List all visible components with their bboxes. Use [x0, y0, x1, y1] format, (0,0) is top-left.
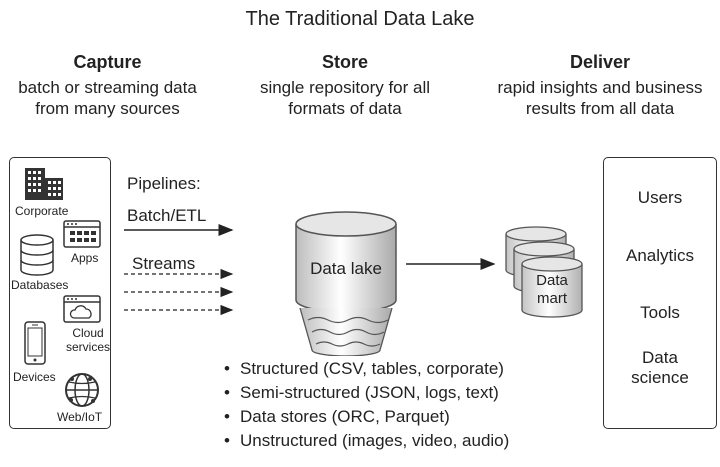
- deliver-heading: Deliver: [569, 52, 631, 72]
- source-label-apps: Apps: [71, 251, 99, 265]
- source-label-cloud: Cloud services: [66, 326, 110, 354]
- deliver-box: Users Analytics Tools Data science: [603, 157, 717, 429]
- globe-network-icon: [65, 373, 99, 407]
- sources-box: Corporate Apps Databases Cloud services …: [9, 157, 111, 429]
- data-lake-label: Data lake: [310, 259, 382, 278]
- data-type-item: Unstructured (images, video, audio): [224, 429, 509, 453]
- deliver-description-line1: rapid insights and business: [497, 78, 703, 97]
- data-type-item: Structured (CSV, tables, corporate): [224, 357, 509, 381]
- data-mart-label: Data mart: [522, 272, 582, 308]
- source-label-cloud-line2: services: [66, 340, 111, 354]
- data-type-item: Semi-structured (JSON, logs, text): [224, 381, 509, 405]
- smartphone-icon: [24, 321, 46, 365]
- deliver-item-analytics: Analytics: [625, 246, 695, 265]
- capture-description-line2: from many sources: [35, 99, 180, 118]
- capture-header: Capture batch or streaming data from man…: [0, 52, 215, 119]
- deliver-header: Deliver rapid insights and business resu…: [482, 52, 718, 119]
- apps-window-icon: [63, 220, 101, 248]
- store-description-line2: formats of data: [288, 99, 402, 118]
- data-mart-label-line1: Data: [536, 272, 568, 289]
- batch-etl-label: Batch/ETL: [127, 206, 207, 225]
- deliver-item-data-science: Data science: [604, 348, 716, 388]
- deliver-item-users: Users: [637, 188, 683, 207]
- source-label-web-iot: Web/IoT: [57, 410, 103, 424]
- pipeline-arrows: [124, 224, 234, 316]
- store-header: Store single repository for all formats …: [235, 52, 455, 119]
- source-label-devices: Devices: [13, 370, 56, 384]
- pipelines-label: Pipelines:: [127, 174, 201, 193]
- capture-description-line1: batch or streaming data: [18, 78, 197, 97]
- store-heading: Store: [321, 52, 368, 72]
- capture-heading: Capture: [73, 52, 142, 72]
- source-label-cloud-line1: Cloud: [72, 326, 104, 340]
- cloud-window-icon: [63, 295, 101, 323]
- corporate-buildings-icon: [25, 168, 63, 200]
- databases-icon: [20, 234, 54, 276]
- source-label-databases: Databases: [11, 278, 69, 292]
- streams-label: Streams: [132, 254, 196, 273]
- data-types-list: Structured (CSV, tables, corporate) Semi…: [224, 357, 509, 453]
- lake-to-mart-arrow: [406, 258, 496, 270]
- data-mart-cylinders: [505, 226, 583, 318]
- source-label-corporate: Corporate: [15, 204, 69, 218]
- data-mart-label-line2: mart: [537, 290, 567, 307]
- deliver-item-tools: Tools: [640, 303, 680, 322]
- diagram-title: The Traditional Data Lake: [245, 8, 475, 30]
- deliver-item-data-science-line1: Data: [642, 348, 678, 367]
- store-description-line1: single repository for all: [259, 78, 431, 97]
- deliver-description-line2: results from all data: [525, 99, 675, 118]
- deliver-item-data-science-line2: science: [631, 368, 689, 387]
- data-type-item: Data stores (ORC, Parquet): [224, 405, 509, 429]
- data-lake-cylinder: [295, 211, 397, 356]
